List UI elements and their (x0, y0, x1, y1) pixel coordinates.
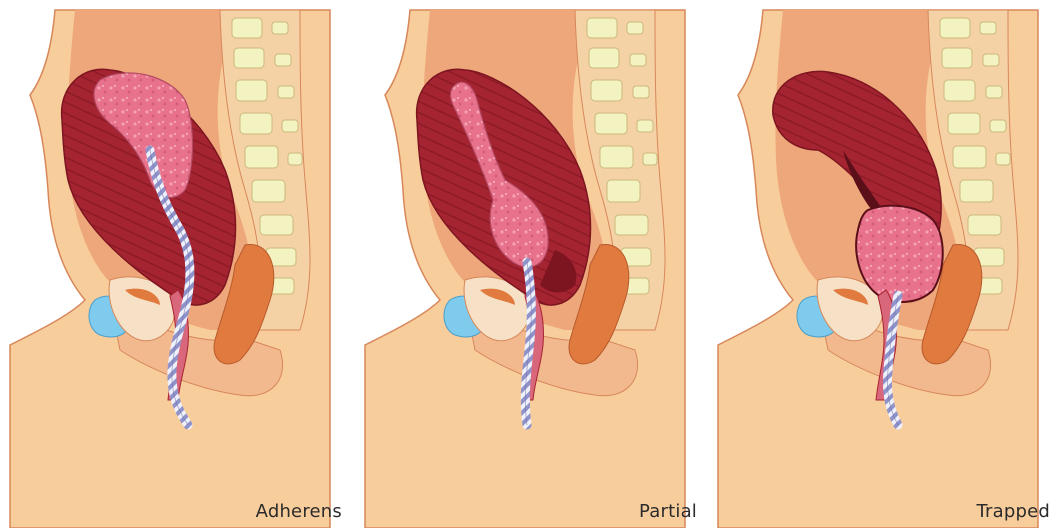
panel-caption: Partial (639, 501, 697, 522)
panel-caption: Trapped (976, 501, 1050, 522)
anatomy-illustration-trapped (708, 0, 1058, 528)
panel-caption: Adherens (256, 501, 342, 522)
panel-trapped: Trapped (708, 0, 1058, 528)
panel-adherens: Adherens (0, 0, 350, 528)
anatomy-illustration-adherens (0, 0, 350, 528)
panel-partial: Partial (355, 0, 705, 528)
anatomy-illustration-partial (355, 0, 705, 528)
